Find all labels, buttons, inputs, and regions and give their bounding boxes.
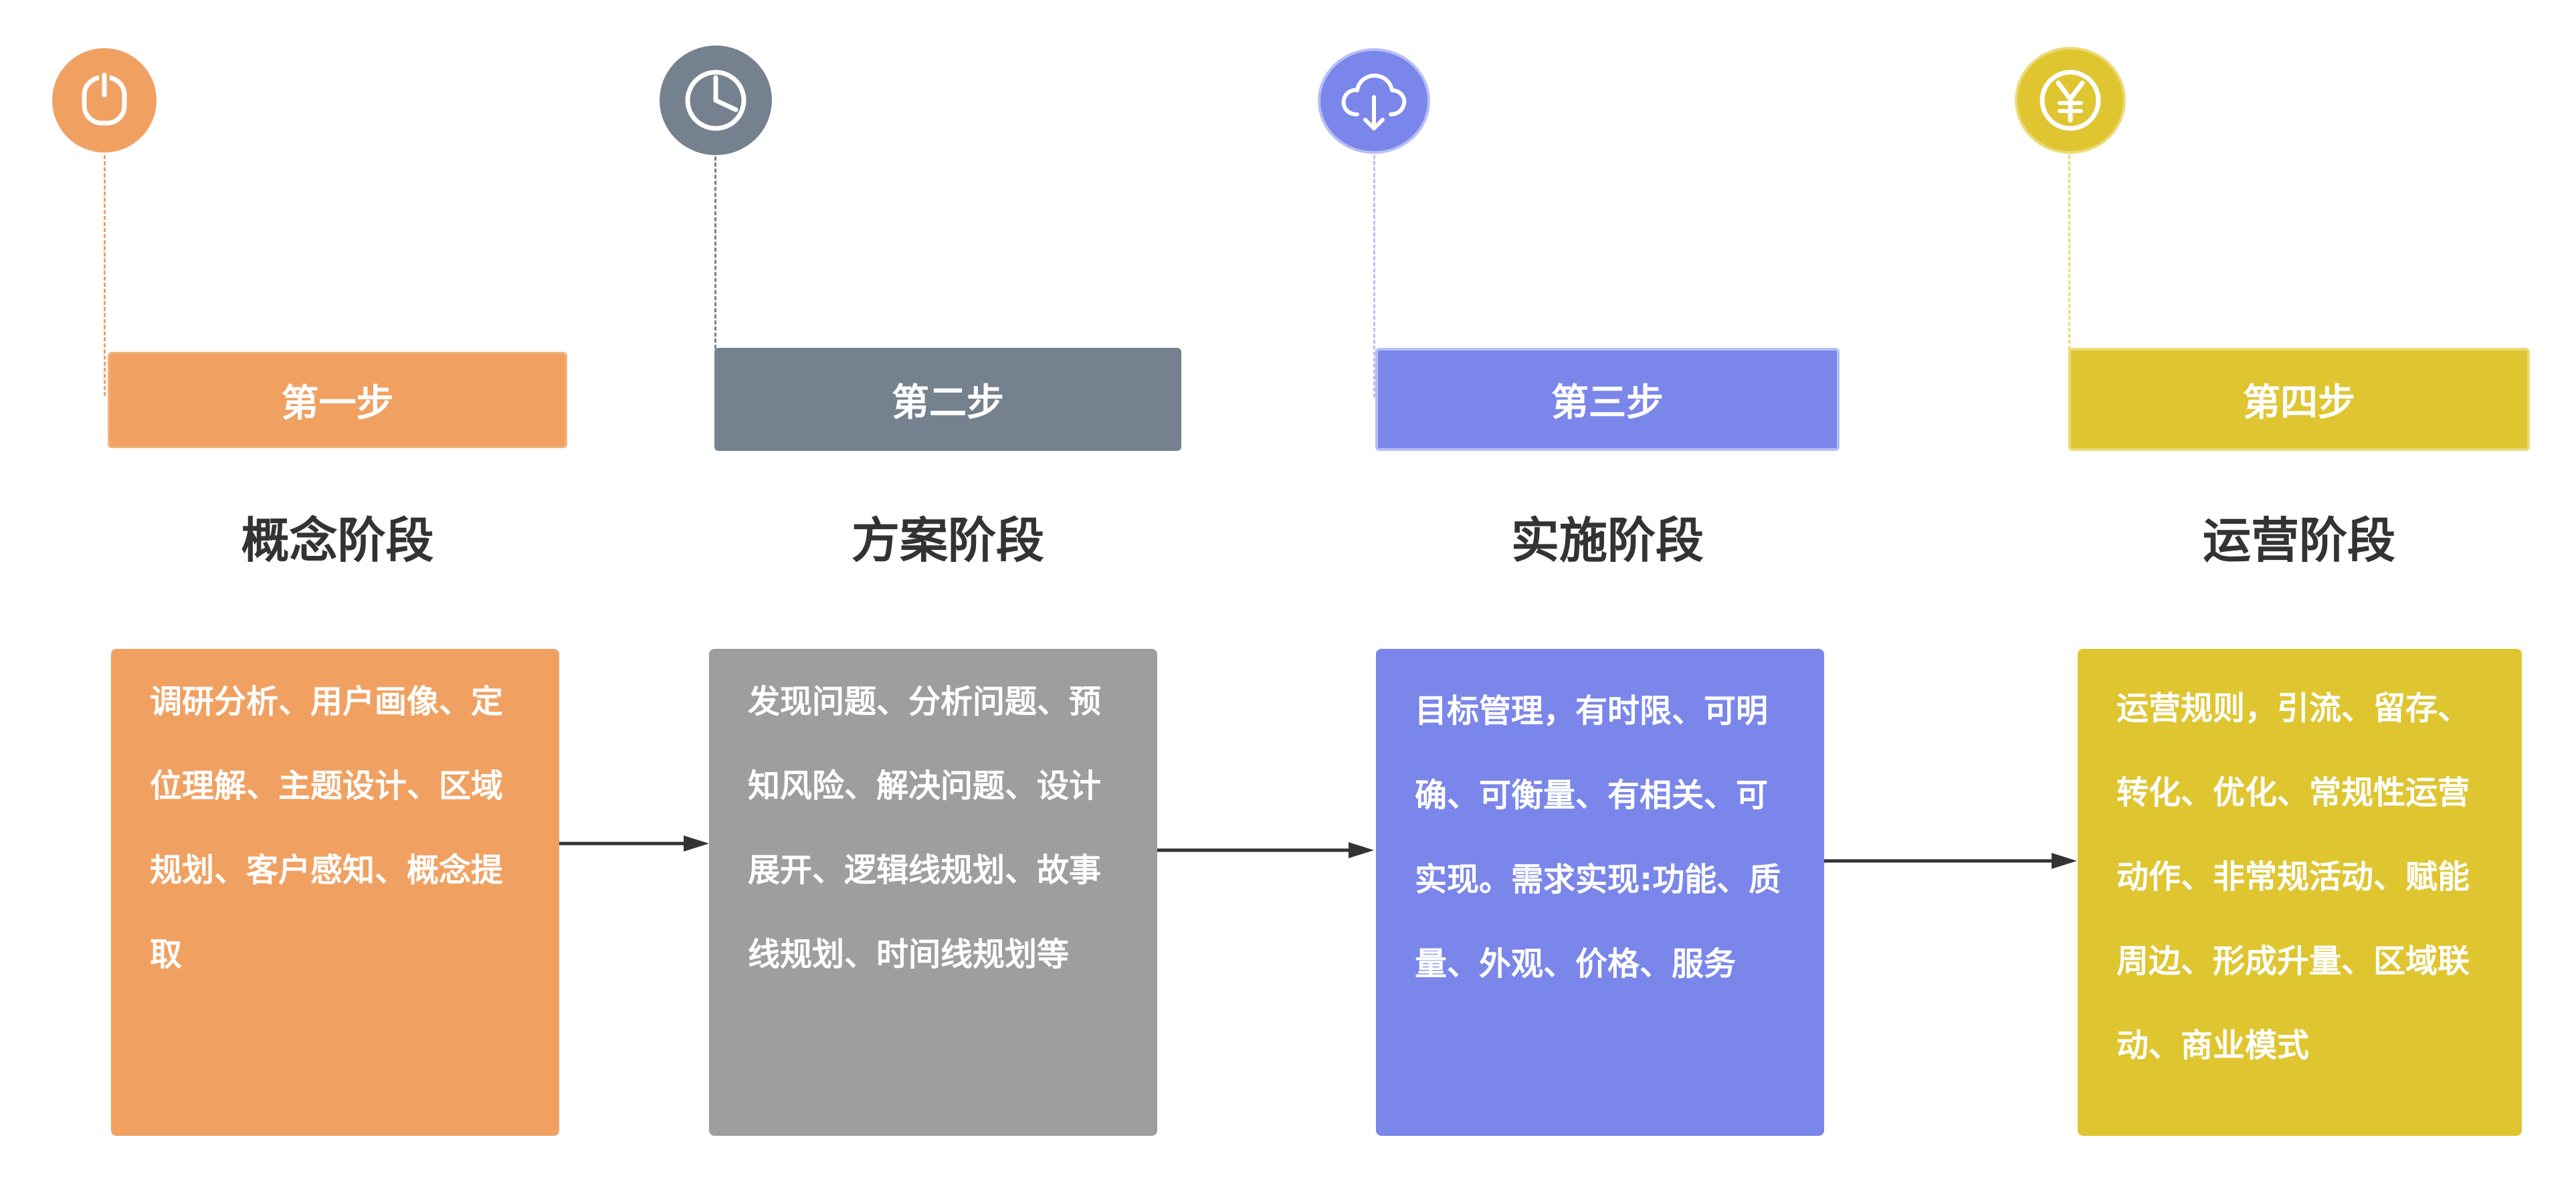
stage-4-step-label: 第四步 xyxy=(2243,381,2355,425)
pie-chart-icon xyxy=(685,70,747,131)
stage-4-step-box: 第四步 xyxy=(2068,348,2530,451)
stage-3-step-box: 第三步 xyxy=(1375,348,1840,451)
power-icon xyxy=(82,72,127,126)
arrow-stage-1-to-2 xyxy=(559,835,709,852)
stage-1-content: 调研分析、用户画像、定位理解、主题设计、区域规划、客户感知、概念提取 xyxy=(150,683,504,973)
stage-2-step-label: 第二步 xyxy=(892,381,1004,425)
stage-4-content-box: 运营规则，引流、留存、转化、优化、常规性运营动作、非常规活动、赋能周边、形成升量… xyxy=(2078,649,2522,1136)
stage-1-connector xyxy=(104,155,106,396)
stage-2-connector xyxy=(714,157,716,397)
stage-4-icon xyxy=(2015,47,2126,154)
stage-2-title: 方案阶段 xyxy=(851,512,1044,569)
cloud-download-icon xyxy=(1341,74,1407,130)
stage-1-step-box: 第一步 xyxy=(108,352,567,448)
stage-2-icon xyxy=(660,45,772,155)
arrow-stage-3-to-4 xyxy=(1824,853,2077,869)
stage-1-content-box: 调研分析、用户画像、定位理解、主题设计、区域规划、客户感知、概念提取 xyxy=(111,649,559,1136)
stage-1-step-label: 第一步 xyxy=(281,381,394,425)
stage-3-connector xyxy=(1373,155,1375,397)
stage-1-title: 概念阶段 xyxy=(241,512,434,569)
stage-1-icon xyxy=(52,48,157,153)
stage-3-title: 实施阶段 xyxy=(1510,512,1704,569)
stage-2-content: 发现问题、分析问题、预知风险、解决问题、设计展开、逻辑线规划、故事线规划、时间线… xyxy=(748,683,1102,973)
stage-3-icon xyxy=(1318,48,1430,154)
stage-4-connector xyxy=(2068,155,2070,397)
stage-4-title: 运营阶段 xyxy=(2202,512,2395,569)
stage-2-step-box: 第二步 xyxy=(714,348,1181,451)
stage-3-content: 目标管理，有时限、可明确、可衡量、有相关、可实现。需求实现:功能、质量、外观、价… xyxy=(1415,692,1781,983)
yen-icon xyxy=(2040,70,2101,131)
stage-3-step-label: 第三步 xyxy=(1551,381,1664,425)
stage-2-content-box: 发现问题、分析问题、预知风险、解决问题、设计展开、逻辑线规划、故事线规划、时间线… xyxy=(709,649,1157,1136)
stage-3-content-box: 目标管理，有时限、可明确、可衡量、有相关、可实现。需求实现:功能、质量、外观、价… xyxy=(1376,649,1824,1136)
arrow-stage-2-to-3 xyxy=(1157,842,1374,858)
stage-4-content: 运营规则，引流、留存、转化、优化、常规性运营动作、非常规活动、赋能周边、形成升量… xyxy=(2116,690,2470,1064)
